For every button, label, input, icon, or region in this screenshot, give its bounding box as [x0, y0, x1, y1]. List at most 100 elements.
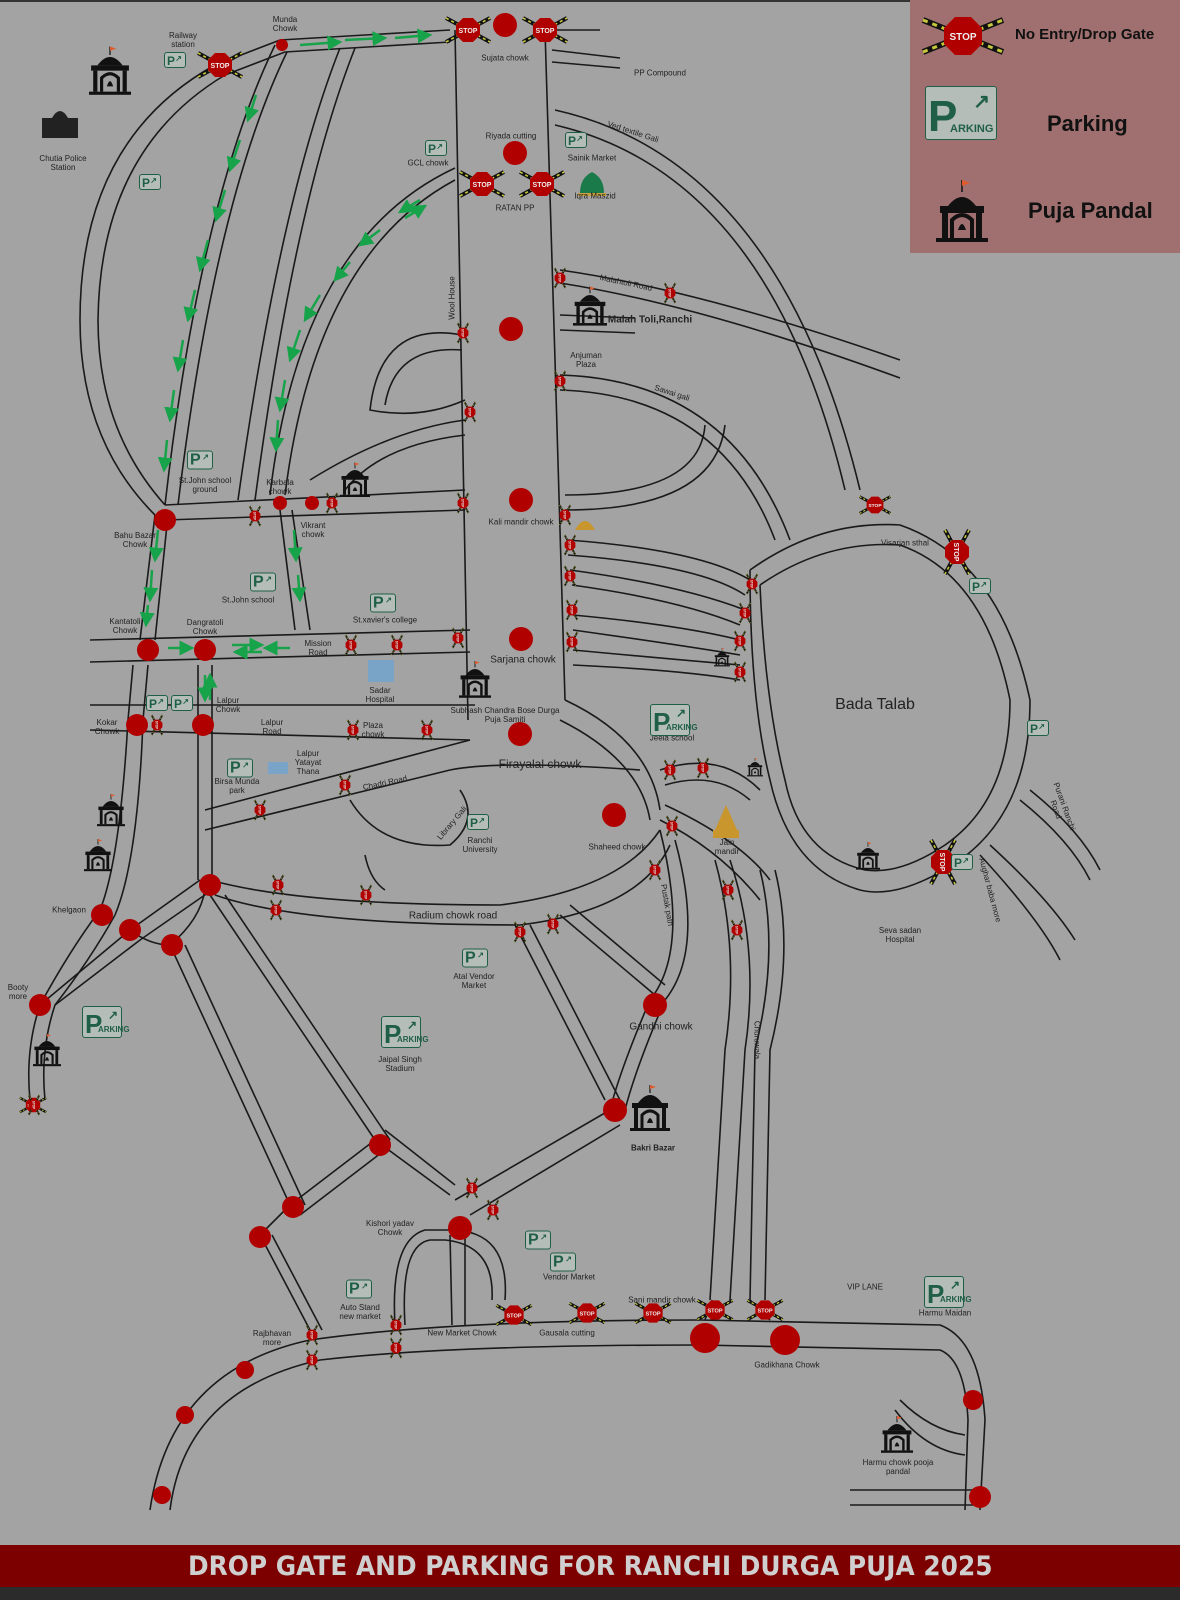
puja-pandal-icon — [84, 839, 112, 872]
junction-marker — [91, 904, 113, 926]
place-label-booty-more: Booty more — [7, 982, 29, 1001]
junction-marker — [276, 39, 288, 51]
road-segment — [544, 29, 566, 701]
stop-drop-gate-icon: STOP — [253, 799, 267, 821]
svg-text:STOP: STOP — [570, 606, 574, 615]
one-way-arrow — [344, 31, 388, 47]
stop-drop-gate-icon: STOP — [665, 815, 679, 837]
place-label-riyada-cutting: Riyada cutting — [485, 131, 537, 141]
police-station-dome-icon — [52, 111, 68, 118]
road-segment — [271, 1234, 323, 1331]
stop-drop-gate-icon: STOP — [522, 16, 568, 44]
one-way-arrow — [172, 339, 188, 373]
place-label-birsa-munda-park: Birsa Munda park — [214, 776, 260, 795]
svg-text:STOP: STOP — [461, 499, 465, 508]
svg-text:STOP: STOP — [743, 609, 747, 618]
road-segment — [89, 651, 471, 663]
road-segment — [749, 523, 1031, 893]
stop-drop-gate-icon: STOP — [929, 839, 957, 885]
svg-text:STOP: STOP — [536, 28, 555, 35]
road-segment — [551, 49, 621, 59]
svg-text:STOP: STOP — [211, 63, 230, 70]
svg-text:STOP: STOP — [351, 726, 355, 735]
road-segment — [559, 374, 791, 541]
svg-text:STOP: STOP — [32, 1101, 36, 1110]
road-segment — [989, 844, 1076, 941]
junction-marker — [448, 1216, 472, 1240]
svg-text:STOP: STOP — [949, 32, 976, 43]
junction-marker — [603, 1098, 627, 1122]
svg-text:STOP: STOP — [701, 764, 705, 773]
stop-drop-gate-icon: STOP — [420, 719, 434, 741]
junction-marker — [503, 141, 527, 165]
parking-icon: P↗ — [250, 572, 276, 592]
stop-drop-gate-icon: STOP — [486, 1199, 500, 1221]
road-segment — [403, 1239, 493, 1326]
parking-icon: P↗ — [467, 814, 489, 830]
stop-drop-gate-icon: STOP — [338, 774, 352, 796]
road-segment — [224, 894, 391, 1141]
stop-drop-gate-icon: STOP — [513, 921, 527, 943]
puja-pandal-icon — [881, 1415, 913, 1453]
stop-drop-gate-icon: STOP — [565, 599, 579, 621]
svg-text:STOP: STOP — [343, 781, 347, 790]
road-segment — [54, 889, 213, 1006]
one-way-arrow — [212, 189, 227, 223]
junction-marker — [493, 13, 517, 37]
stop-drop-gate-icon: STOP — [344, 634, 358, 656]
place-label-ranchi-university: Ranchi University — [462, 835, 498, 854]
stop-drop-gate-icon: STOP — [745, 573, 759, 595]
junction-marker — [176, 1406, 194, 1424]
svg-text:STOP: STOP — [491, 1206, 495, 1215]
place-label-mission-road: Mission Road — [304, 638, 332, 657]
road-segment — [149, 1319, 986, 1511]
road-segment — [559, 719, 651, 821]
stop-drop-gate-icon: STOP — [27, 1094, 41, 1116]
svg-text:STOP: STOP — [310, 1356, 314, 1365]
parking-icon: P↗ — [1027, 720, 1049, 736]
svg-text:STOP: STOP — [551, 920, 555, 929]
stop-drop-gate-icon: STOP — [858, 495, 892, 515]
stop-drop-gate-icon: STOP — [563, 534, 577, 556]
place-label-shaheed-chowk: Shaheed chowk — [588, 842, 646, 852]
junction-marker — [154, 509, 176, 531]
stop-drop-gate-icon: STOP — [346, 719, 360, 741]
svg-text:STOP: STOP — [506, 1313, 521, 1319]
stop-drop-gate-icon: STOP — [648, 859, 662, 881]
road-segment — [569, 904, 666, 986]
road-segment — [209, 894, 376, 1141]
svg-text:STOP: STOP — [938, 853, 945, 872]
road-segment — [289, 1139, 376, 1206]
stop-drop-gate-icon: STOP — [634, 1301, 672, 1325]
place-label-seva-sadan: Seva sadan Hospital — [878, 925, 922, 944]
stop-drop-gate-icon: STOP — [730, 919, 744, 941]
map-title: DROP GATE AND PARKING FOR RANCHI DURGA P… — [187, 1550, 993, 1582]
stop-drop-gate-icon: STOP — [445, 16, 491, 44]
temple-icon — [575, 521, 595, 530]
place-label-sani-mandir-chowk: Sani mandir chowk — [628, 1295, 696, 1305]
junction-marker — [153, 1486, 171, 1504]
svg-text:STOP: STOP — [473, 182, 492, 189]
svg-text:STOP: STOP — [468, 408, 472, 417]
stop-drop-gate-icon: STOP — [269, 899, 283, 921]
stop-drop-gate-icon: STOP — [553, 370, 567, 392]
legend-label-puja-pandal: Puja Pandal — [1028, 198, 1153, 223]
one-way-arrow — [157, 439, 173, 473]
one-way-arrow — [226, 139, 242, 173]
one-way-arrow — [286, 329, 302, 363]
one-way-arrow — [274, 379, 290, 413]
place-label-gadikhana-chowk: Gadikhana Chowk — [754, 1360, 820, 1370]
svg-text:STOP: STOP — [394, 1344, 398, 1353]
road-segment — [564, 699, 661, 811]
stop-drop-gate-icon: STOP — [197, 51, 243, 79]
place-label-sainik-market: Sainik Market — [567, 153, 617, 163]
road-segment — [899, 1399, 966, 1436]
police-thana-icon — [268, 762, 288, 774]
puja-pandal-icon — [573, 286, 607, 326]
svg-text:STOP: STOP — [364, 891, 368, 900]
junction-marker — [282, 1196, 304, 1218]
parking-icon: P ↗ ARKING — [925, 86, 997, 140]
place-label-malah-toli-ranchi: Malah Toli,Ranchi — [607, 314, 693, 326]
jain-mandir-icon — [715, 805, 737, 830]
junction-marker — [969, 1486, 991, 1508]
